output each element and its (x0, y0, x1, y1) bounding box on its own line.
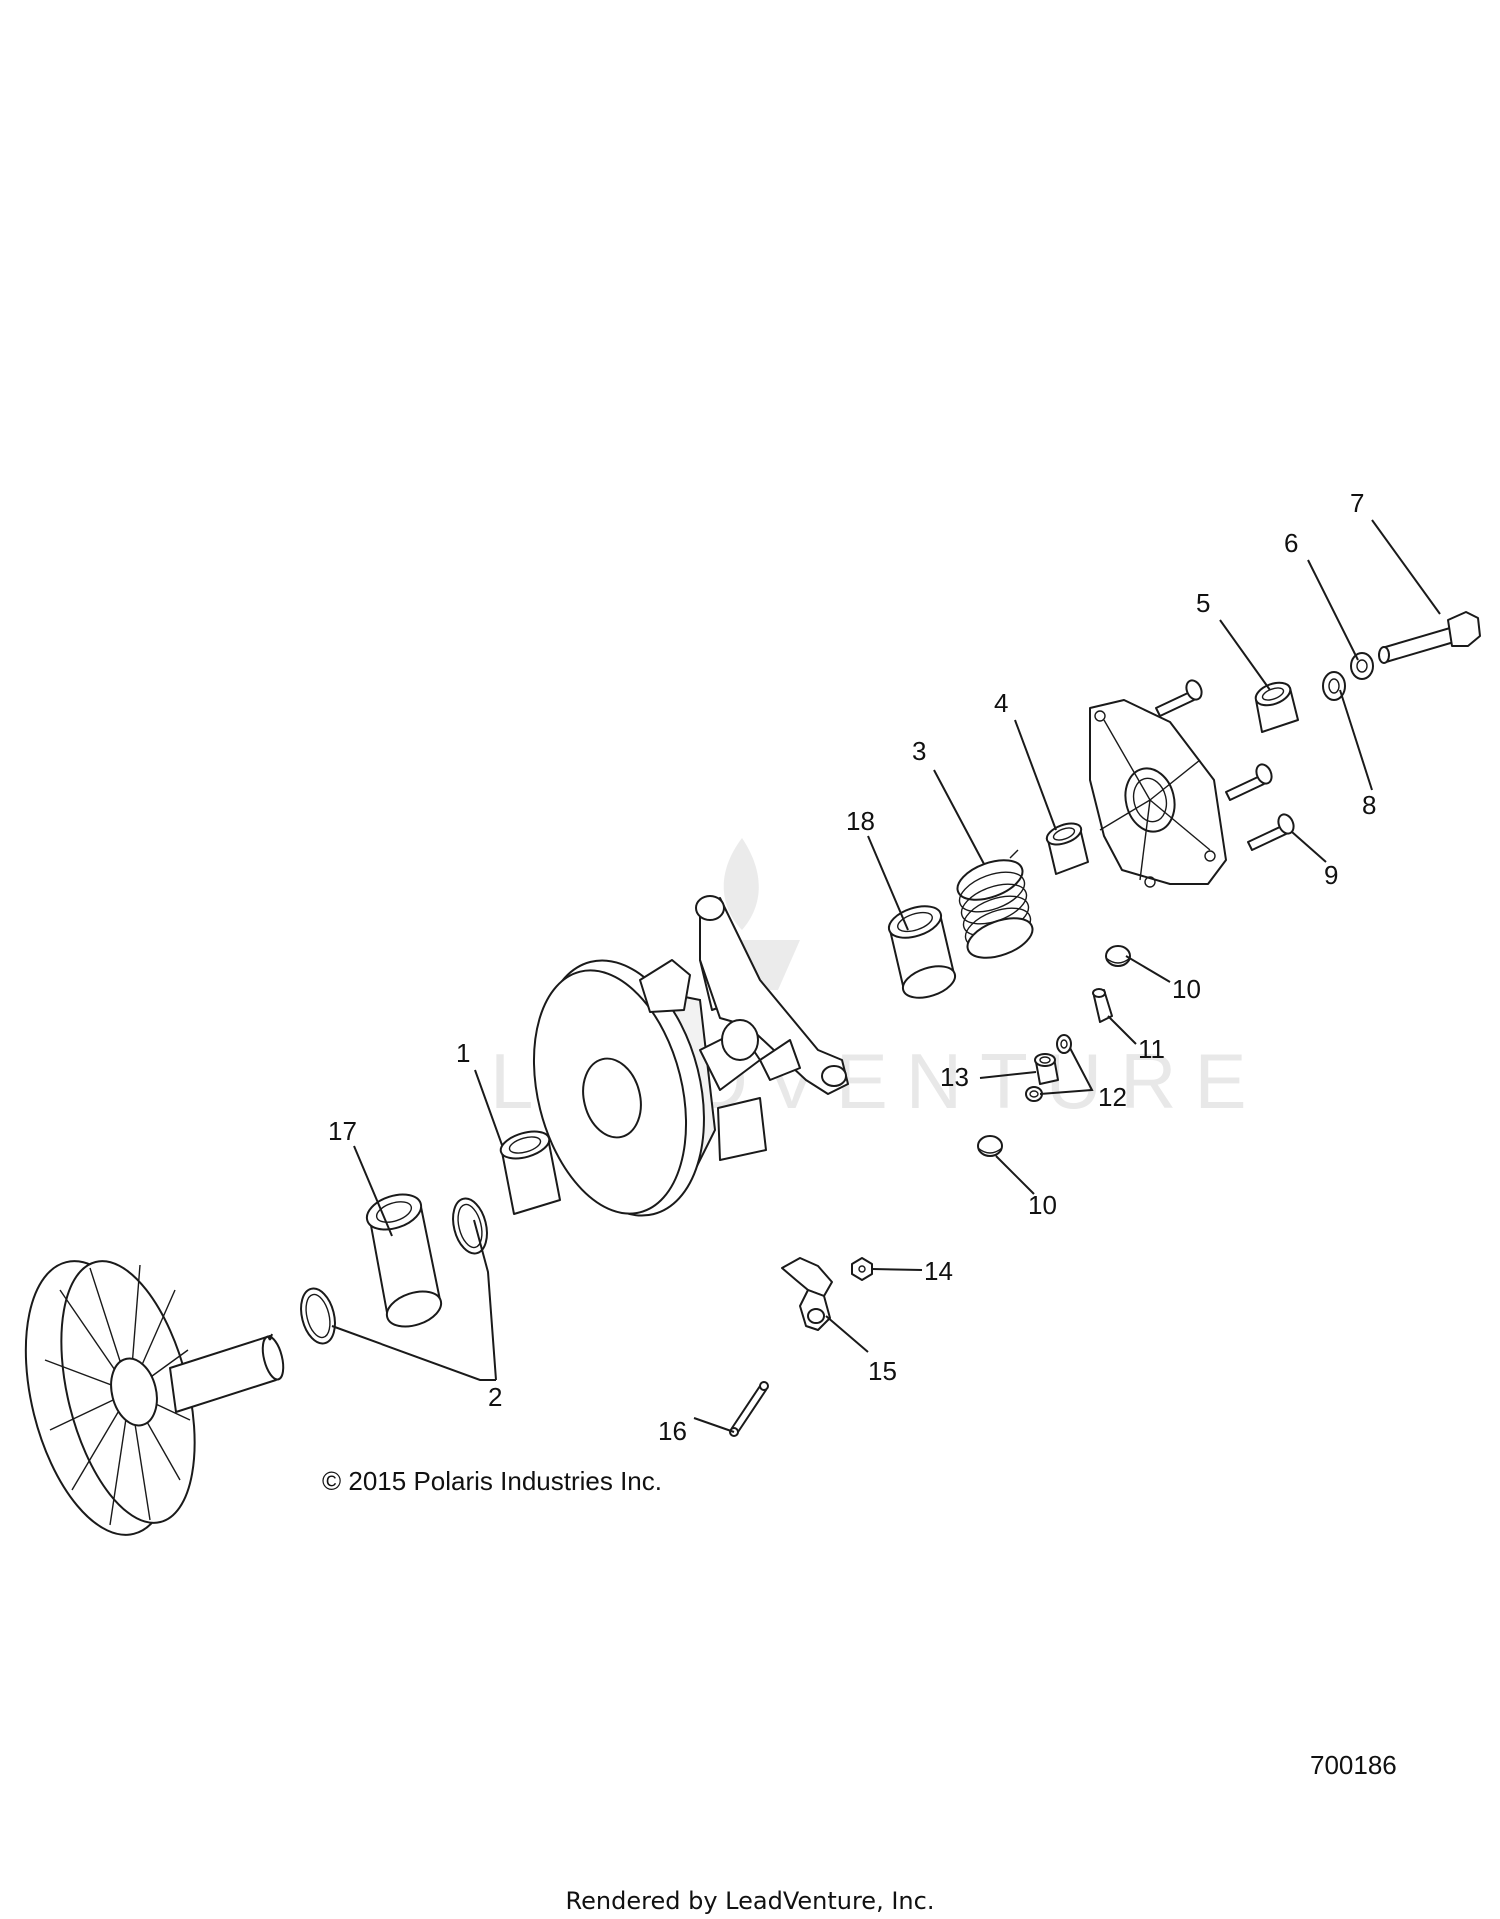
callout-13: 13 (940, 1062, 969, 1092)
rendered-by-footer: Rendered by LeadVenture, Inc. (566, 1887, 935, 1915)
callout-15: 15 (868, 1356, 897, 1386)
callout-6: 6 (1284, 528, 1298, 558)
callout-5: 5 (1196, 588, 1210, 618)
callout-3: 3 (912, 736, 926, 766)
callout-9: 9 (1324, 860, 1338, 890)
callout-labels: 1 2 3 4 5 6 7 8 9 10 10 11 12 13 14 15 1… (328, 488, 1376, 1446)
callout-8: 8 (1362, 790, 1376, 820)
spring-seat-cup (887, 905, 957, 999)
roller-lower (977, 1135, 1003, 1157)
cover-screw-lower (1247, 813, 1295, 851)
thrust-washer-lower (1025, 1086, 1043, 1102)
spider-assembly (695, 895, 849, 1095)
roller-upper (1105, 945, 1131, 967)
spacer-tube (365, 1193, 443, 1328)
roller-pin (1092, 988, 1113, 1023)
callout-11: 11 (1138, 1034, 1165, 1064)
callout-12: 12 (1098, 1082, 1127, 1112)
fixed-sheave-with-shaft (24, 1260, 285, 1536)
clutch-retaining-bolt (1378, 611, 1481, 664)
roller-bushing (1034, 1053, 1059, 1085)
callout-7: 7 (1350, 488, 1364, 518)
callout-10-lower: 10 (1028, 1190, 1057, 1220)
spacer-bushing (1254, 681, 1299, 733)
callout-14: 14 (924, 1256, 953, 1286)
callout-16: 16 (658, 1416, 687, 1446)
thrust-washer-upper (1056, 1034, 1072, 1054)
retaining-ring-rear (300, 1287, 336, 1345)
callout-4: 4 (994, 688, 1008, 718)
retaining-ring-front (452, 1197, 488, 1255)
callout-17: 17 (328, 1116, 357, 1146)
cover-screw-top (1155, 679, 1203, 717)
bushing-moveable-sheave (499, 1130, 561, 1215)
callout-2: 2 (488, 1382, 502, 1412)
callout-18: 18 (846, 806, 875, 836)
washer-small (1350, 652, 1374, 680)
clutch-cover (1089, 699, 1227, 888)
compression-spring (956, 849, 1034, 959)
copyright-notice: © 2015 Polaris Industries Inc. (322, 1466, 662, 1496)
locknut (851, 1257, 873, 1281)
diagram-number: 700186 (1310, 1750, 1397, 1780)
flyweight (781, 1257, 833, 1331)
flyweight-pin (729, 1381, 769, 1437)
callout-1: 1 (456, 1038, 470, 1068)
washer-large (1322, 671, 1346, 701)
callout-10-upper: 10 (1172, 974, 1201, 1004)
cover-screw-middle (1225, 763, 1273, 801)
leader-lines (331, 519, 1441, 1433)
bushing-cover (1045, 822, 1089, 875)
